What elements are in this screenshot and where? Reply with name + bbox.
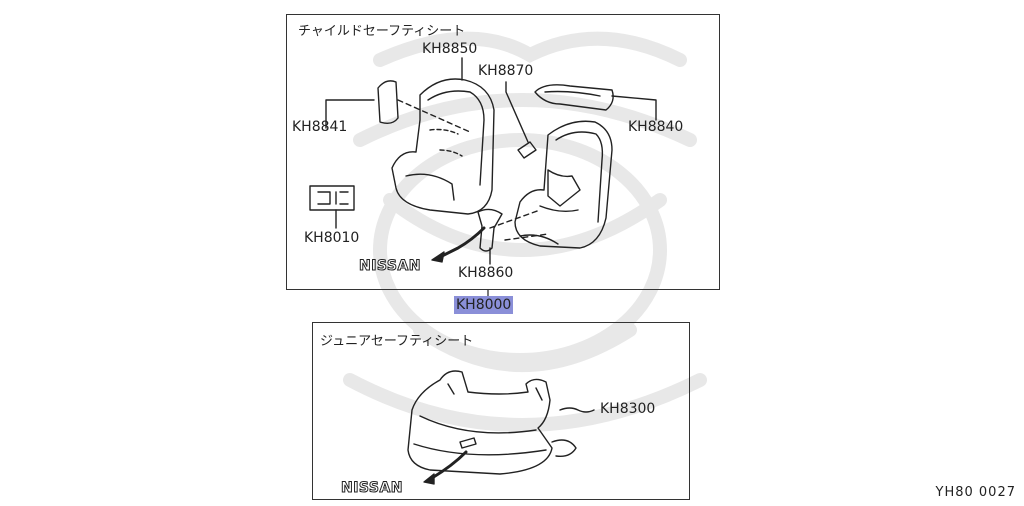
child-seat-panel [286,14,720,290]
diagram-reference-code: YH80 0027 [935,485,1016,500]
svg-text:NISSAN: NISSAN [359,258,421,274]
part-label-kh8010[interactable]: KH8010 [304,230,360,246]
buckle [477,208,503,252]
junior-seat-title: ジュニアセーフティシート [320,334,474,349]
child-seat-diagram [309,57,657,265]
child-seat-title: チャイルドセーフティシート [298,24,466,39]
part-label-kh8850[interactable]: KH8850 [422,41,478,57]
junior-seat-panel [312,322,690,500]
junior-seat-diagram [407,370,595,485]
headrest-pad [377,80,399,125]
watermark-helmet-logo [343,31,707,432]
seat-shell-right [514,120,613,249]
assembly-code-kh8000[interactable]: KH8000 [454,296,514,314]
seat-shell-left [391,78,495,215]
canopy-visor [534,84,614,111]
booster-seat [407,370,553,475]
small-clip [517,141,537,159]
assembly-code-text[interactable]: KH8000 [454,296,514,314]
nissan-logo-bottom: NISSAN [341,480,404,497]
part-label-kh8840[interactable]: KH8840 [628,119,684,135]
svg-text:NISSAN: NISSAN [341,480,403,496]
part-label-kh8870[interactable]: KH8870 [478,63,534,79]
part-label-kh8300[interactable]: KH8300 [600,401,656,417]
nissan-logo-top: NISSAN [359,258,422,275]
latch-plate-icon [309,185,355,211]
part-label-kh8860[interactable]: KH8860 [458,265,514,281]
part-label-kh8841[interactable]: KH8841 [292,119,348,135]
